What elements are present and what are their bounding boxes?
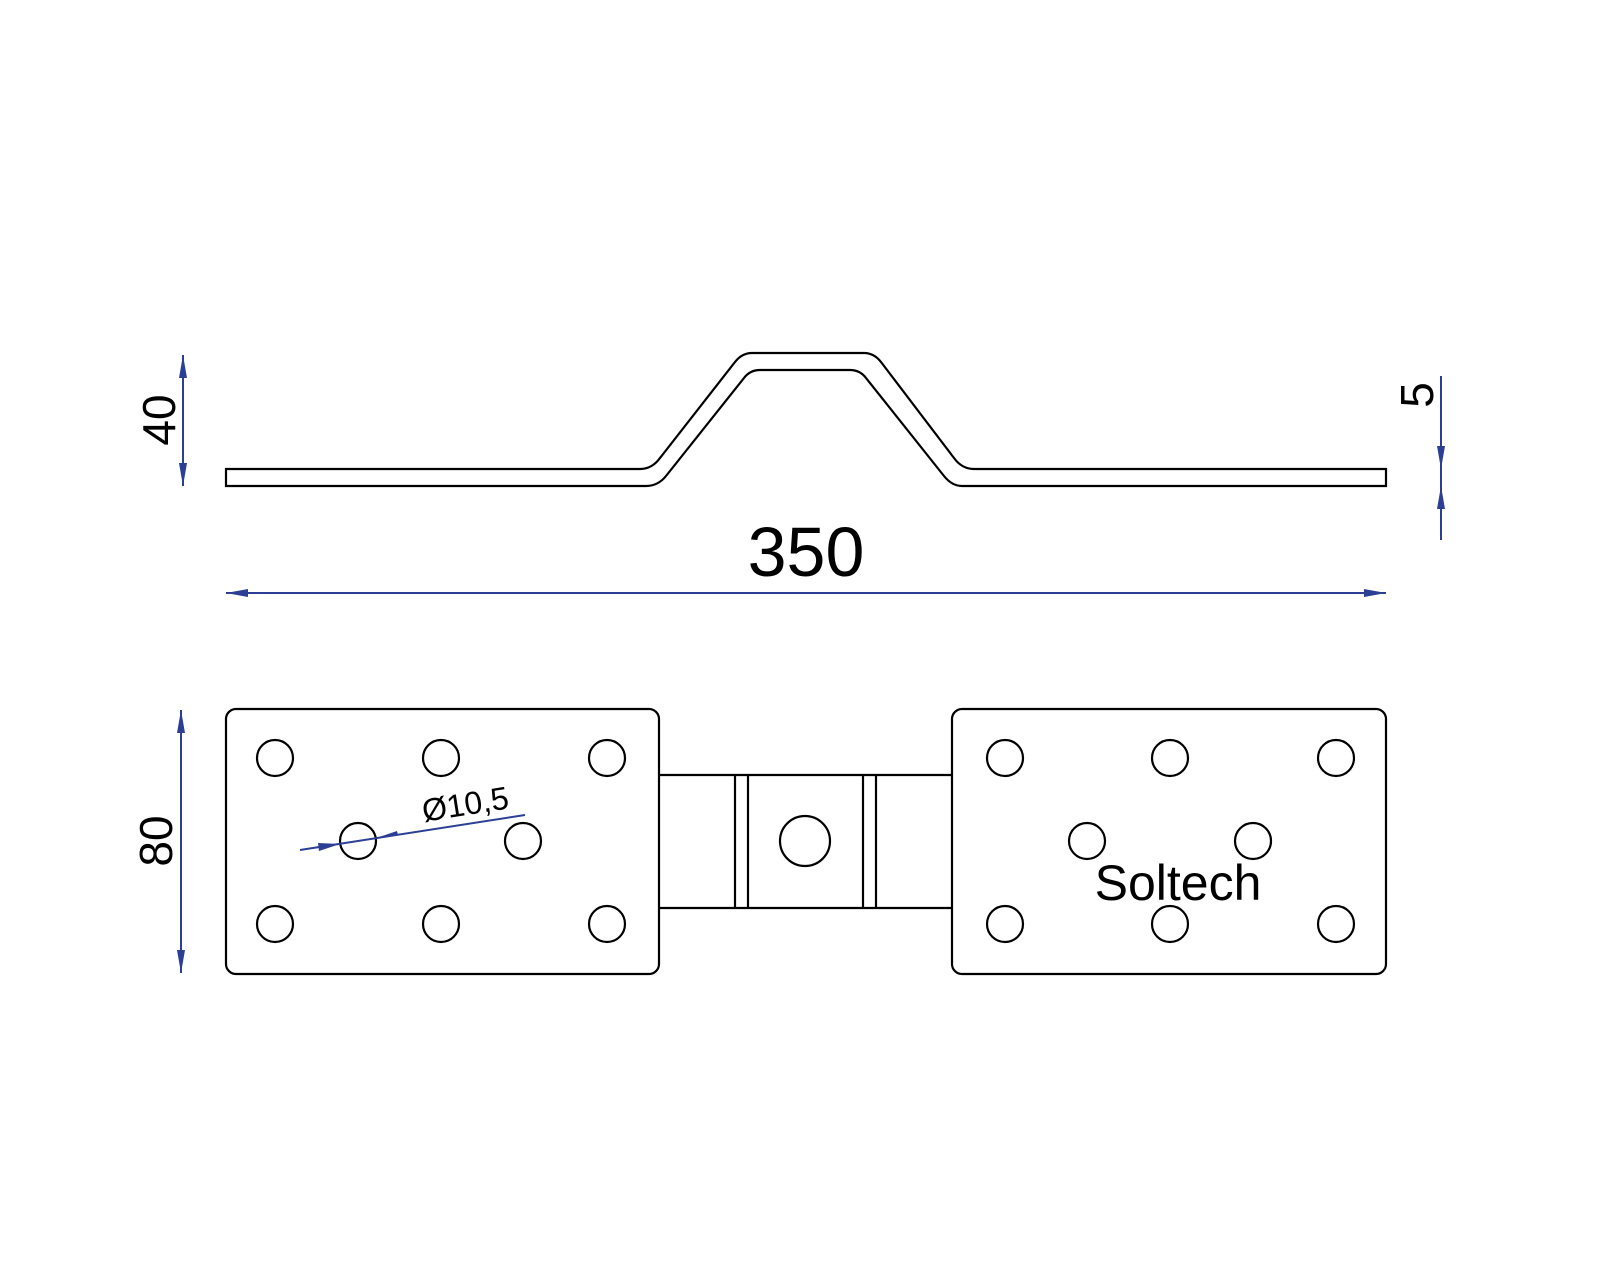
- left-plate: [224, 707, 661, 976]
- side-profile-view: [224, 351, 1388, 488]
- hole: [1150, 904, 1190, 944]
- hole: [1150, 738, 1190, 778]
- right-plate: [950, 707, 1388, 976]
- hole: [255, 904, 295, 944]
- plan-view: Soltech: [224, 707, 1388, 976]
- hole: [1316, 904, 1356, 944]
- center-hole: [778, 814, 832, 868]
- dimension-bend-height: 40: [133, 355, 187, 486]
- hole: [985, 904, 1025, 944]
- hole: [587, 738, 627, 778]
- hole-diameter-label: Ø10,5: [419, 780, 511, 829]
- hole: [421, 904, 461, 944]
- dimension-thickness: 5: [1391, 376, 1445, 540]
- hole: [587, 904, 627, 944]
- hole: [985, 738, 1025, 778]
- brand-label: Soltech: [1095, 855, 1262, 911]
- hole: [421, 738, 461, 778]
- length-label: 350: [748, 513, 865, 591]
- width-label: 80: [130, 815, 182, 866]
- bend-height-label: 40: [133, 394, 185, 445]
- hole: [1067, 821, 1107, 861]
- hole: [503, 821, 543, 861]
- dimension-length: 350: [226, 513, 1386, 597]
- hole: [1316, 738, 1356, 778]
- hole: [338, 821, 378, 861]
- thickness-label: 5: [1391, 382, 1443, 408]
- bent-strip-profile: [224, 351, 1388, 488]
- dimension-width: 80: [130, 710, 185, 973]
- dimension-hole-diameter: Ø10,5: [299, 780, 526, 851]
- hole: [255, 738, 295, 778]
- hole: [1233, 821, 1273, 861]
